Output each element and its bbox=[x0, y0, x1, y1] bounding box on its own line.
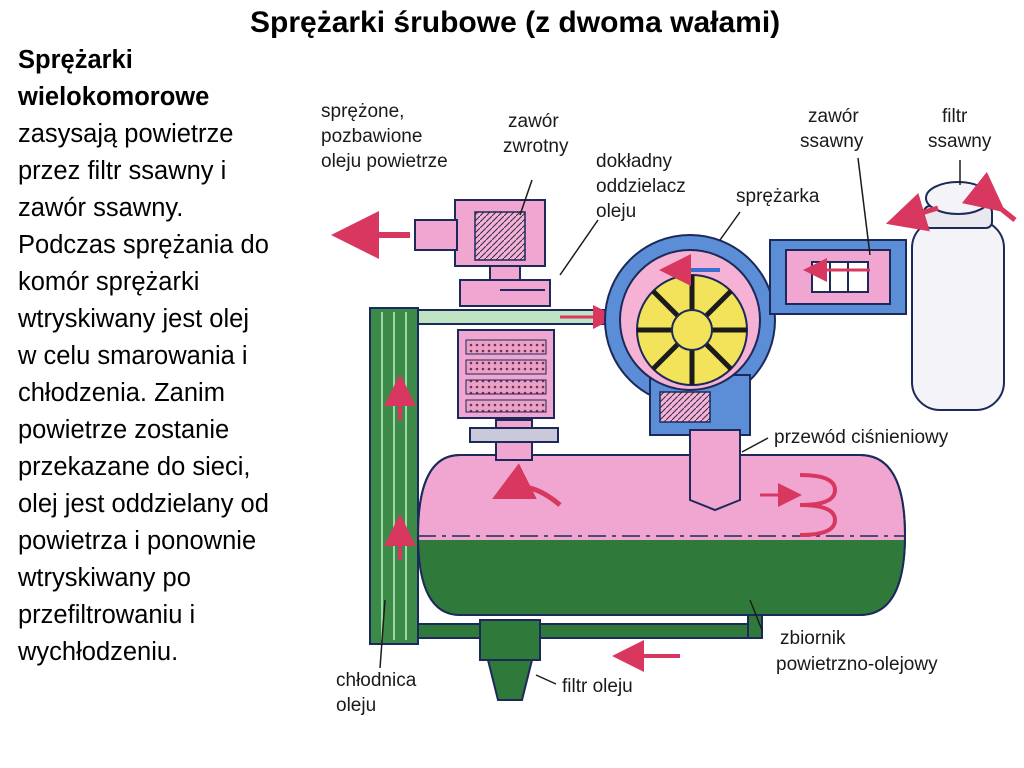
label-oil-cooler-1: chłodnica bbox=[336, 670, 417, 691]
description-line: Podczas sprężania do bbox=[18, 231, 269, 259]
flow-arrow bbox=[799, 473, 838, 537]
description-line: w celu smarowania i bbox=[18, 342, 248, 370]
description-line: przekazane do sieci, bbox=[18, 453, 251, 481]
description-heading-1: Sprężarki bbox=[18, 46, 133, 74]
fine-oil-separator bbox=[457, 279, 559, 461]
description-line: wychłodzeniu. bbox=[18, 638, 179, 666]
label-fine-separator-1: dokładny bbox=[596, 151, 673, 172]
leader-lines bbox=[379, 157, 961, 685]
compressor bbox=[604, 234, 776, 436]
label-compressed-air-2: pozbawione bbox=[321, 126, 422, 147]
check-valve bbox=[414, 199, 546, 281]
page-title: Sprężarki śrubowe (z dwoma wałami) bbox=[250, 6, 781, 39]
label-pressure-line: przewód ciśnieniowy bbox=[774, 427, 949, 448]
description-line: zasysają powietrze bbox=[18, 120, 234, 148]
intake-arrow bbox=[885, 193, 939, 232]
oil-pipe bbox=[417, 623, 759, 639]
oil-filter bbox=[479, 619, 541, 701]
description-line: przez filtr ssawny i bbox=[18, 157, 227, 185]
label-intake-valve-1: zawór bbox=[808, 106, 859, 127]
description-line: powietrza i ponownie bbox=[18, 527, 257, 555]
label-tank-1: zbiornik bbox=[780, 628, 846, 649]
description-line: zawór ssawny. bbox=[18, 194, 184, 222]
pressure-line bbox=[689, 429, 741, 512]
description-line: komór sprężarki bbox=[18, 268, 200, 296]
description-text: Sprężarki wielokomorowe zasysają powietr… bbox=[18, 42, 318, 671]
label-compressor: sprężarka bbox=[736, 186, 820, 207]
label-intake-filter-2: ssawny bbox=[928, 131, 992, 152]
description-line: wtryskiwany po bbox=[18, 564, 191, 592]
label-compressed-air-3: oleju powietrze bbox=[321, 151, 448, 172]
description-line: olej jest oddzielany od bbox=[18, 490, 269, 518]
label-tank-2: powietrzno-olejowy bbox=[776, 654, 938, 675]
label-oil-filter: filtr oleju bbox=[562, 676, 633, 697]
description-heading-2: wielokomorowe bbox=[18, 83, 210, 111]
label-check-valve-2: zwrotny bbox=[503, 136, 569, 157]
description-line: powietrze zostanie bbox=[18, 416, 230, 444]
label-fine-separator-3: oleju bbox=[596, 201, 636, 222]
label-intake-filter-1: filtr bbox=[942, 106, 968, 127]
label-compressed-air-1: sprężone, bbox=[321, 101, 404, 122]
label-check-valve-1: zawór bbox=[508, 111, 559, 132]
intake-filter bbox=[911, 181, 1005, 411]
label-fine-separator-2: oddzielacz bbox=[596, 176, 686, 197]
oil-cooler bbox=[369, 307, 419, 645]
intake-arrow bbox=[961, 171, 1017, 222]
label-intake-valve-2: ssawny bbox=[800, 131, 864, 152]
air-oil-tank bbox=[416, 454, 907, 616]
label-oil-cooler-2: oleju bbox=[336, 695, 376, 716]
flow-arrow bbox=[492, 463, 562, 507]
description-line: chłodzenia. Zanim bbox=[18, 379, 225, 407]
description-line: przefiltrowaniu i bbox=[18, 601, 196, 629]
description-line: wtryskiwany jest olej bbox=[18, 305, 249, 333]
intake-valve bbox=[769, 239, 907, 315]
